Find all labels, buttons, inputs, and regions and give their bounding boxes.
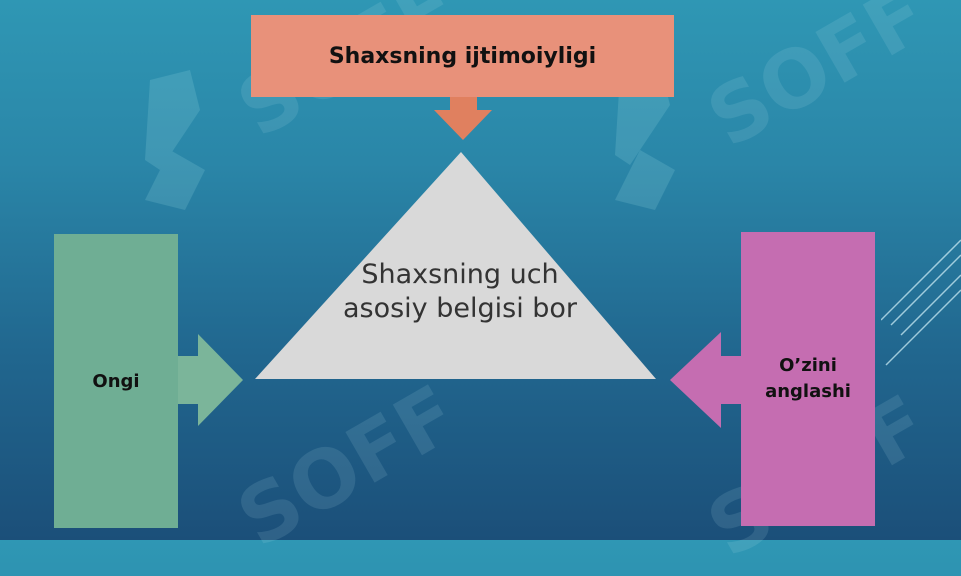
top-box-social: Shaxsning ijtimoiyligi — [251, 15, 674, 97]
right-box-label: O’zini anglashi — [765, 355, 851, 402]
diagram-shapes — [178, 95, 741, 428]
triangle-label: Shaxsning uch asosiy belgisi bor — [342, 259, 578, 324]
top-box-label: Shaxsning ijtimoiyligi — [328, 43, 597, 69]
left-box-label: Ongi — [92, 370, 140, 392]
right-box-self-awareness: O’zini anglashi — [741, 232, 875, 526]
top-arrow — [434, 95, 492, 140]
right-arrow — [670, 332, 741, 428]
left-arrow — [178, 334, 243, 426]
center-triangle — [255, 152, 656, 379]
decorative-lines — [881, 239, 961, 366]
left-box-consciousness: Ongi — [54, 234, 178, 528]
